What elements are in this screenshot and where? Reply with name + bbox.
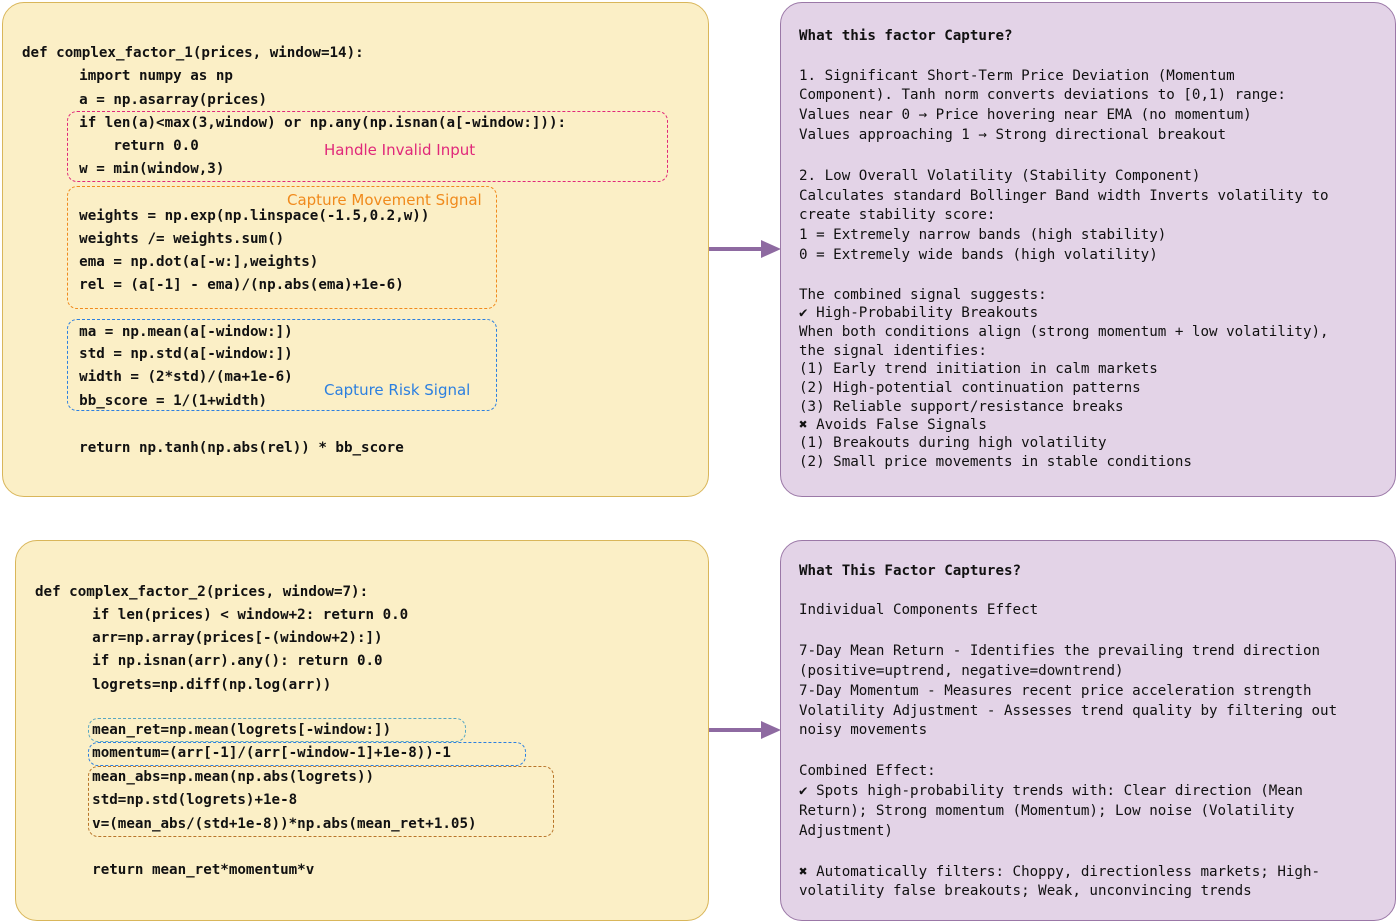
description-line: the signal identifies: [799,343,987,359]
description-line: noisy movements [799,722,928,738]
description-line: Combined Effect: [799,763,936,779]
invalid-input-annotation: Handle Invalid Input [324,141,476,159]
code-line: rel = (a[-1] - ema)/(np.abs(ema)+1e-6) [45,277,404,293]
description-line: Calculates standard Bollinger Band width… [799,188,1329,204]
description-line: ✔ High-Probability Breakouts [799,305,1039,321]
description-line: (2) High-potential continuation patterns [799,380,1141,396]
description-line: volatility false breakouts; Weak, unconv… [799,883,1252,899]
code-line: def complex_factor_1(prices, window=14): [22,45,364,61]
code-line: a = np.asarray(prices) [45,92,268,108]
movement-signal-annotation: Capture Movement Signal [287,191,482,209]
code-line: mean_abs=np.mean(np.abs(logrets)) [58,769,375,785]
code-line: import numpy as np [45,68,233,84]
code-line: return np.tanh(np.abs(rel)) * bb_score [45,440,404,456]
factor1-description-panel: What this factor Capture? 1. Significant… [780,2,1396,497]
description-line: Values approaching 1 → Strong directiona… [799,127,1227,143]
description-line: ✖ Avoids False Signals [799,417,987,433]
description-line: Component). Tanh norm converts deviation… [799,87,1286,103]
code-line: if len(a)<max(3,window) or np.any(np.isn… [45,115,567,131]
code-line: width = (2*std)/(ma+1e-6) [45,369,293,385]
code-line: return 0.0 [45,138,199,154]
code-line: mean_ret=np.mean(logrets[-window:]) [58,722,392,738]
description-line: Volatility Adjustment - Assesses trend q… [799,703,1338,719]
description-line: (3) Reliable support/resistance breaks [799,399,1124,415]
description-line: The combined signal suggests: [799,287,1047,303]
code-line: bb_score = 1/(1+width) [45,393,268,409]
arrow-icon [709,721,781,739]
description-line: 7-Day Momentum - Measures recent price a… [799,683,1312,699]
description-title: What This Factor Captures? [799,563,1022,579]
code-line: ma = np.mean(a[-window:]) [45,324,293,340]
momentum-box [88,742,526,766]
code-line: ema = np.dot(a[-w:],weights) [45,254,319,270]
description-line: Adjustment) [799,823,893,839]
description-line: When both conditions align (strong momen… [799,324,1329,340]
code-line: if len(prices) < window+2: return 0.0 [58,607,409,623]
code-line: def complex_factor_2(prices, window=7): [35,584,369,600]
risk-signal-annotation: Capture Risk Signal [324,381,471,399]
code-line: std=np.std(logrets)+1e-8 [58,792,298,808]
description-line: (1) Breakouts during high volatility [799,435,1107,451]
risk-signal-box [67,319,497,411]
code-line: arr=np.array(prices[-(window+2):]) [58,630,383,646]
mean-return-box [88,718,466,742]
code-line: weights /= weights.sum() [45,231,285,247]
volatility-adjustment-box [88,766,554,837]
description-line: 1. Significant Short-Term Price Deviatio… [799,68,1235,84]
description-line: ✖ Automatically filters: Choppy, directi… [799,864,1321,880]
factor2-description-panel: What This Factor Captures? Individual Co… [780,540,1396,921]
description-line: 0 = Extremely wide bands (high volatilit… [799,247,1158,263]
description-line: (positive=uptrend, negative=downtrend) [799,663,1124,679]
description-line: 1 = Extremely narrow bands (high stabili… [799,227,1167,243]
description-line: Individual Components Effect [799,602,1039,618]
description-line: ✔ Spots high-probability trends with: Cl… [799,783,1303,799]
code-line: momentum=(arr[-1]/(arr[-window-1]+1e-8))… [58,745,451,761]
code-line: v=(mean_abs/(std+1e-8))*np.abs(mean_ret+… [58,816,477,832]
factor1-code-panel: def complex_factor_1(prices, window=14):… [2,2,709,497]
factor2-code-panel: def complex_factor_2(prices, window=7): … [15,540,709,921]
code-line: logrets=np.diff(np.log(arr)) [58,677,332,693]
invalid-input-box [67,111,668,182]
code-line: w = min(window,3) [45,161,225,177]
description-line: (2) Small price movements in stable cond… [799,454,1192,470]
movement-signal-box [67,186,497,309]
description-line: 2. Low Overall Volatility (Stability Com… [799,168,1201,184]
code-line: weights = np.exp(np.linspace(-1.5,0.2,w)… [45,208,430,224]
code-line: return mean_ret*momentum*v [58,862,315,878]
description-line: create stability score: [799,207,996,223]
description-line: 7-Day Mean Return - Identifies the preva… [799,643,1321,659]
code-line: std = np.std(a[-window:]) [45,346,293,362]
description-line: (1) Early trend initiation in calm marke… [799,361,1158,377]
code-line: if np.isnan(arr).any(): return 0.0 [58,653,383,669]
description-title: What this factor Capture? [799,28,1013,44]
description-line: Return); Strong momentum (Momentum); Low… [799,803,1295,819]
description-line: Values near 0 → Price hovering near EMA … [799,107,1252,123]
arrow-icon [709,240,781,258]
